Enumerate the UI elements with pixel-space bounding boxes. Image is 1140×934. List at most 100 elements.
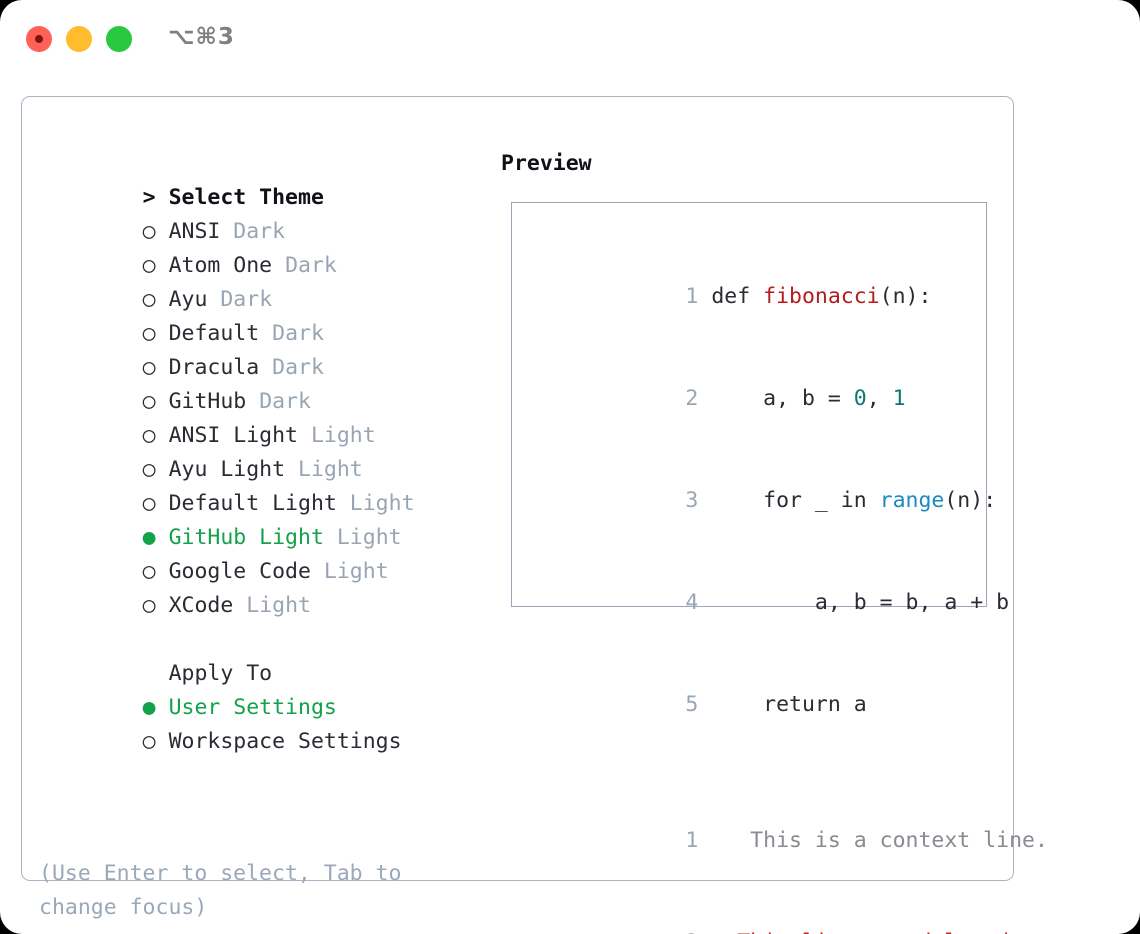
apply-to-option-user-settings[interactable]: ● User Settings [39,657,479,720]
theme-item-github-dark[interactable]: ○ GitHub Dark [39,351,479,414]
theme-item-default-light[interactable]: ○ Default Light Light [39,453,479,516]
theme-label: Default Light [168,491,337,516]
line-number: 1 [685,284,699,309]
code-token: a, b = b, a + b [711,590,1010,615]
content-panel: >Select Theme ○ANSI Dark ○Atom One Dark … [21,96,1048,934]
apply-to-marker-space [143,657,169,691]
theme-label: Google Code [168,559,311,584]
zoom-button-icon[interactable] [106,26,132,52]
radio-icon[interactable]: ○ [142,559,156,584]
theme-label: XCode [168,593,234,618]
theme-item-default-dark[interactable]: ○ Default Dark [39,283,479,346]
diff-sign-minus: - [711,930,724,934]
radio-selected-icon[interactable]: ● [142,695,156,720]
code-token-function: fibonacci [763,284,880,309]
theme-category: Dark [220,287,273,312]
theme-category: Dark [233,219,286,244]
close-button-dot-icon [35,35,43,43]
theme-category: Light [298,457,363,482]
code-token: (n): [879,284,932,309]
apply-to-header-label: Apply To [168,661,273,686]
line-number: 5 [685,692,699,717]
theme-category: Light [310,423,376,448]
radio-icon[interactable]: ○ [142,321,156,346]
radio-icon[interactable]: ○ [142,593,156,618]
title-bar: ⌥⌘3 [0,0,1140,78]
theme-item-dracula-dark[interactable]: ○Dracula Dark [39,317,479,380]
preview-title: Preview [501,151,592,176]
theme-category: Dark [285,253,337,278]
theme-category: Light [246,593,311,618]
theme-item-atom-one-dark[interactable]: ○ Atom One Dark [39,215,479,278]
theme-item-xcode[interactable]: ○ XCode Light [39,555,479,618]
minimize-button-icon[interactable] [66,26,92,52]
code-token: def [711,284,764,309]
radio-icon[interactable]: ○ [142,423,156,448]
keyboard-hint-text: (Use Enter to select, Tab to change focu… [39,861,402,920]
radio-selected-icon[interactable]: ● [142,525,156,550]
theme-category: Light [336,525,402,550]
radio-icon[interactable]: ○ [142,389,156,414]
code-token-number: 1 [892,386,906,411]
diff-line-context: 1 This is a context line. [530,790,1048,892]
diff-sign [711,828,724,853]
apply-to-option-label: User Settings [168,695,337,720]
select-theme-header-label: Select Theme [168,185,324,210]
theme-label: Atom One [168,253,273,278]
theme-label: ANSI Light [168,423,299,448]
code-line: 3 for _ in range(n): [530,450,996,552]
theme-item-ayu-dark[interactable]: ○ Ayu Dark [39,249,479,312]
theme-label: GitHub [168,389,247,414]
line-number: 4 [685,590,699,615]
theme-category: Light [349,491,415,516]
theme-item-google-code[interactable]: ○ Google Code Light [39,521,479,584]
code-token-builtin: range [879,488,945,513]
theme-item-ansi-light[interactable]: ○ ANSI Light Light [39,385,479,448]
code-line: 2 a, b = 0, 1 [530,348,980,450]
line-number: 2 [685,386,699,411]
theme-item-ayu-light[interactable]: ○ Ayu Light Light [39,419,479,482]
theme-category: Dark [259,389,311,414]
diff-text: This line was deleted. [724,930,1022,934]
theme-item-ansi-dark[interactable]: ○ ANSI Dark [39,181,479,244]
radio-icon[interactable]: ○ [142,457,156,482]
header-caret-icon: > [142,185,156,210]
theme-label: ANSI [168,219,221,244]
code-line: 5 return a [530,654,980,756]
radio-icon[interactable]: ○ [142,253,156,278]
radio-icon[interactable]: ○ [142,219,156,244]
theme-item-github-light[interactable]: ● GitHub Light Light [39,487,479,550]
line-number: 2 [685,926,711,934]
code-token: for _ in [711,488,880,513]
code-token: a, b = [711,386,854,411]
theme-label: Default [168,321,260,346]
radio-icon[interactable]: ○ [142,287,156,312]
select-theme-header: > Select Theme [39,147,479,210]
apply-to-option-workspace-settings[interactable]: ○ Workspace Settings [39,691,479,754]
theme-label: GitHub Light [168,525,324,550]
radio-icon[interactable]: ○ [142,729,156,754]
line-number: 3 [685,488,699,513]
code-token: (n): [944,488,997,513]
diff-text: This is a context line. [724,828,1048,853]
code-line: 1 def fibonacci(n): [530,246,980,348]
radio-icon[interactable]: ○ [142,355,156,380]
code-token: , [866,386,893,411]
code-line: 4 a, b = b, a + b [530,552,1009,654]
code-blank-line [530,756,980,790]
theme-label: Ayu [168,287,208,312]
theme-label: Ayu Light [168,457,286,482]
apply-to-option-label: Workspace Settings [168,729,402,754]
radio-icon[interactable]: ○ [142,491,156,516]
line-number: 1 [685,828,699,853]
diff-line-deleted: 2- This line was deleted. [530,892,1022,934]
code-token-number: 0 [853,386,867,411]
theme-category: Dark [272,321,324,346]
code-token: return a [711,692,867,717]
theme-selection-column: >Select Theme ○ANSI Dark ○Atom One Dark … [39,147,479,754]
apply-to-header: Apply To [39,623,479,686]
